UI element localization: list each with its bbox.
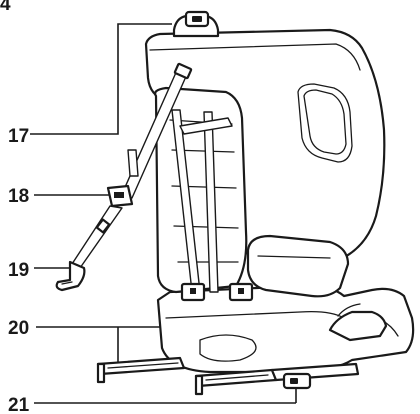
headrest [172, 10, 220, 38]
callout-number-18: 18 [8, 186, 29, 207]
isofix-arm-left [96, 356, 186, 384]
callout-number-21: 21 [8, 395, 30, 414]
callout-number-17: 17 [8, 126, 29, 147]
seat-cushion [154, 86, 248, 294]
leader-line-17 [30, 23, 172, 135]
leader-line-21 [34, 385, 297, 404]
callout-number-20: 20 [8, 318, 29, 339]
harness-straps [171, 109, 254, 302]
belt-hook [55, 260, 86, 292]
belt-guide-strap [71, 62, 193, 269]
seat-base [156, 284, 415, 374]
release-button [282, 372, 312, 390]
callout-number-top: 4 [0, 0, 11, 15]
callout-number-19: 19 [8, 260, 29, 281]
